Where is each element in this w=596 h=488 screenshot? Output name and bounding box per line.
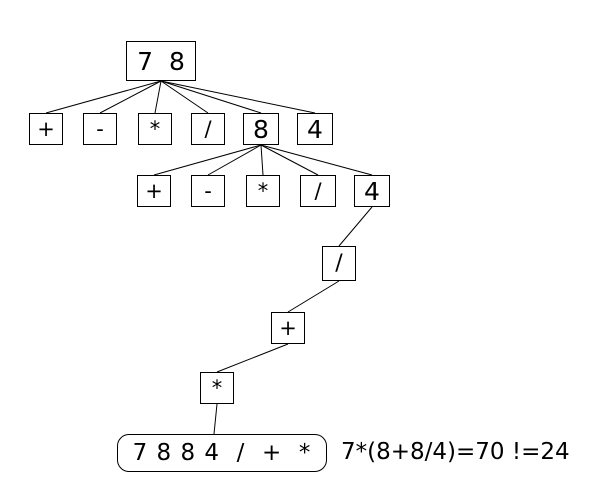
chain-multiply-node: *	[200, 372, 234, 404]
tree-edge	[260, 144, 373, 176]
tree-edge	[207, 144, 262, 176]
tree-edge	[260, 144, 264, 176]
level2-minus-node: -	[191, 175, 225, 207]
tree-edge	[153, 144, 262, 176]
tree-edge	[287, 280, 340, 313]
level1-4-node: 4	[297, 113, 333, 145]
equation-text: 7*(8+8/4)=70 !=24	[341, 439, 570, 465]
root-node: 7 8	[126, 41, 196, 81]
level1-8-node: 8	[243, 113, 279, 145]
level2-multiply-node: *	[246, 175, 280, 207]
tree-edge	[160, 80, 262, 114]
level2-plus-node: +	[137, 175, 171, 207]
tree-edge	[160, 80, 316, 114]
tree-edge	[213, 403, 218, 435]
tree-edge	[99, 80, 162, 114]
level2-divide-node: /	[300, 175, 336, 207]
level1-divide-node: /	[191, 113, 225, 145]
tree-edge	[260, 144, 319, 176]
level2-4-node: 4	[354, 175, 390, 207]
level1-multiply-node: *	[138, 113, 172, 145]
tree-edge	[160, 80, 209, 114]
result-sequence-box: 7 8 8 4 / + *	[117, 434, 327, 472]
level1-plus-node: +	[29, 113, 63, 145]
tree-edge	[216, 343, 289, 373]
chain-plus-node: +	[271, 312, 305, 344]
tree-edge	[154, 80, 162, 114]
level1-minus-node: -	[83, 113, 117, 145]
tree-edge	[45, 80, 162, 114]
tree-edge	[338, 206, 373, 247]
chain-divide-node: /	[322, 246, 356, 281]
